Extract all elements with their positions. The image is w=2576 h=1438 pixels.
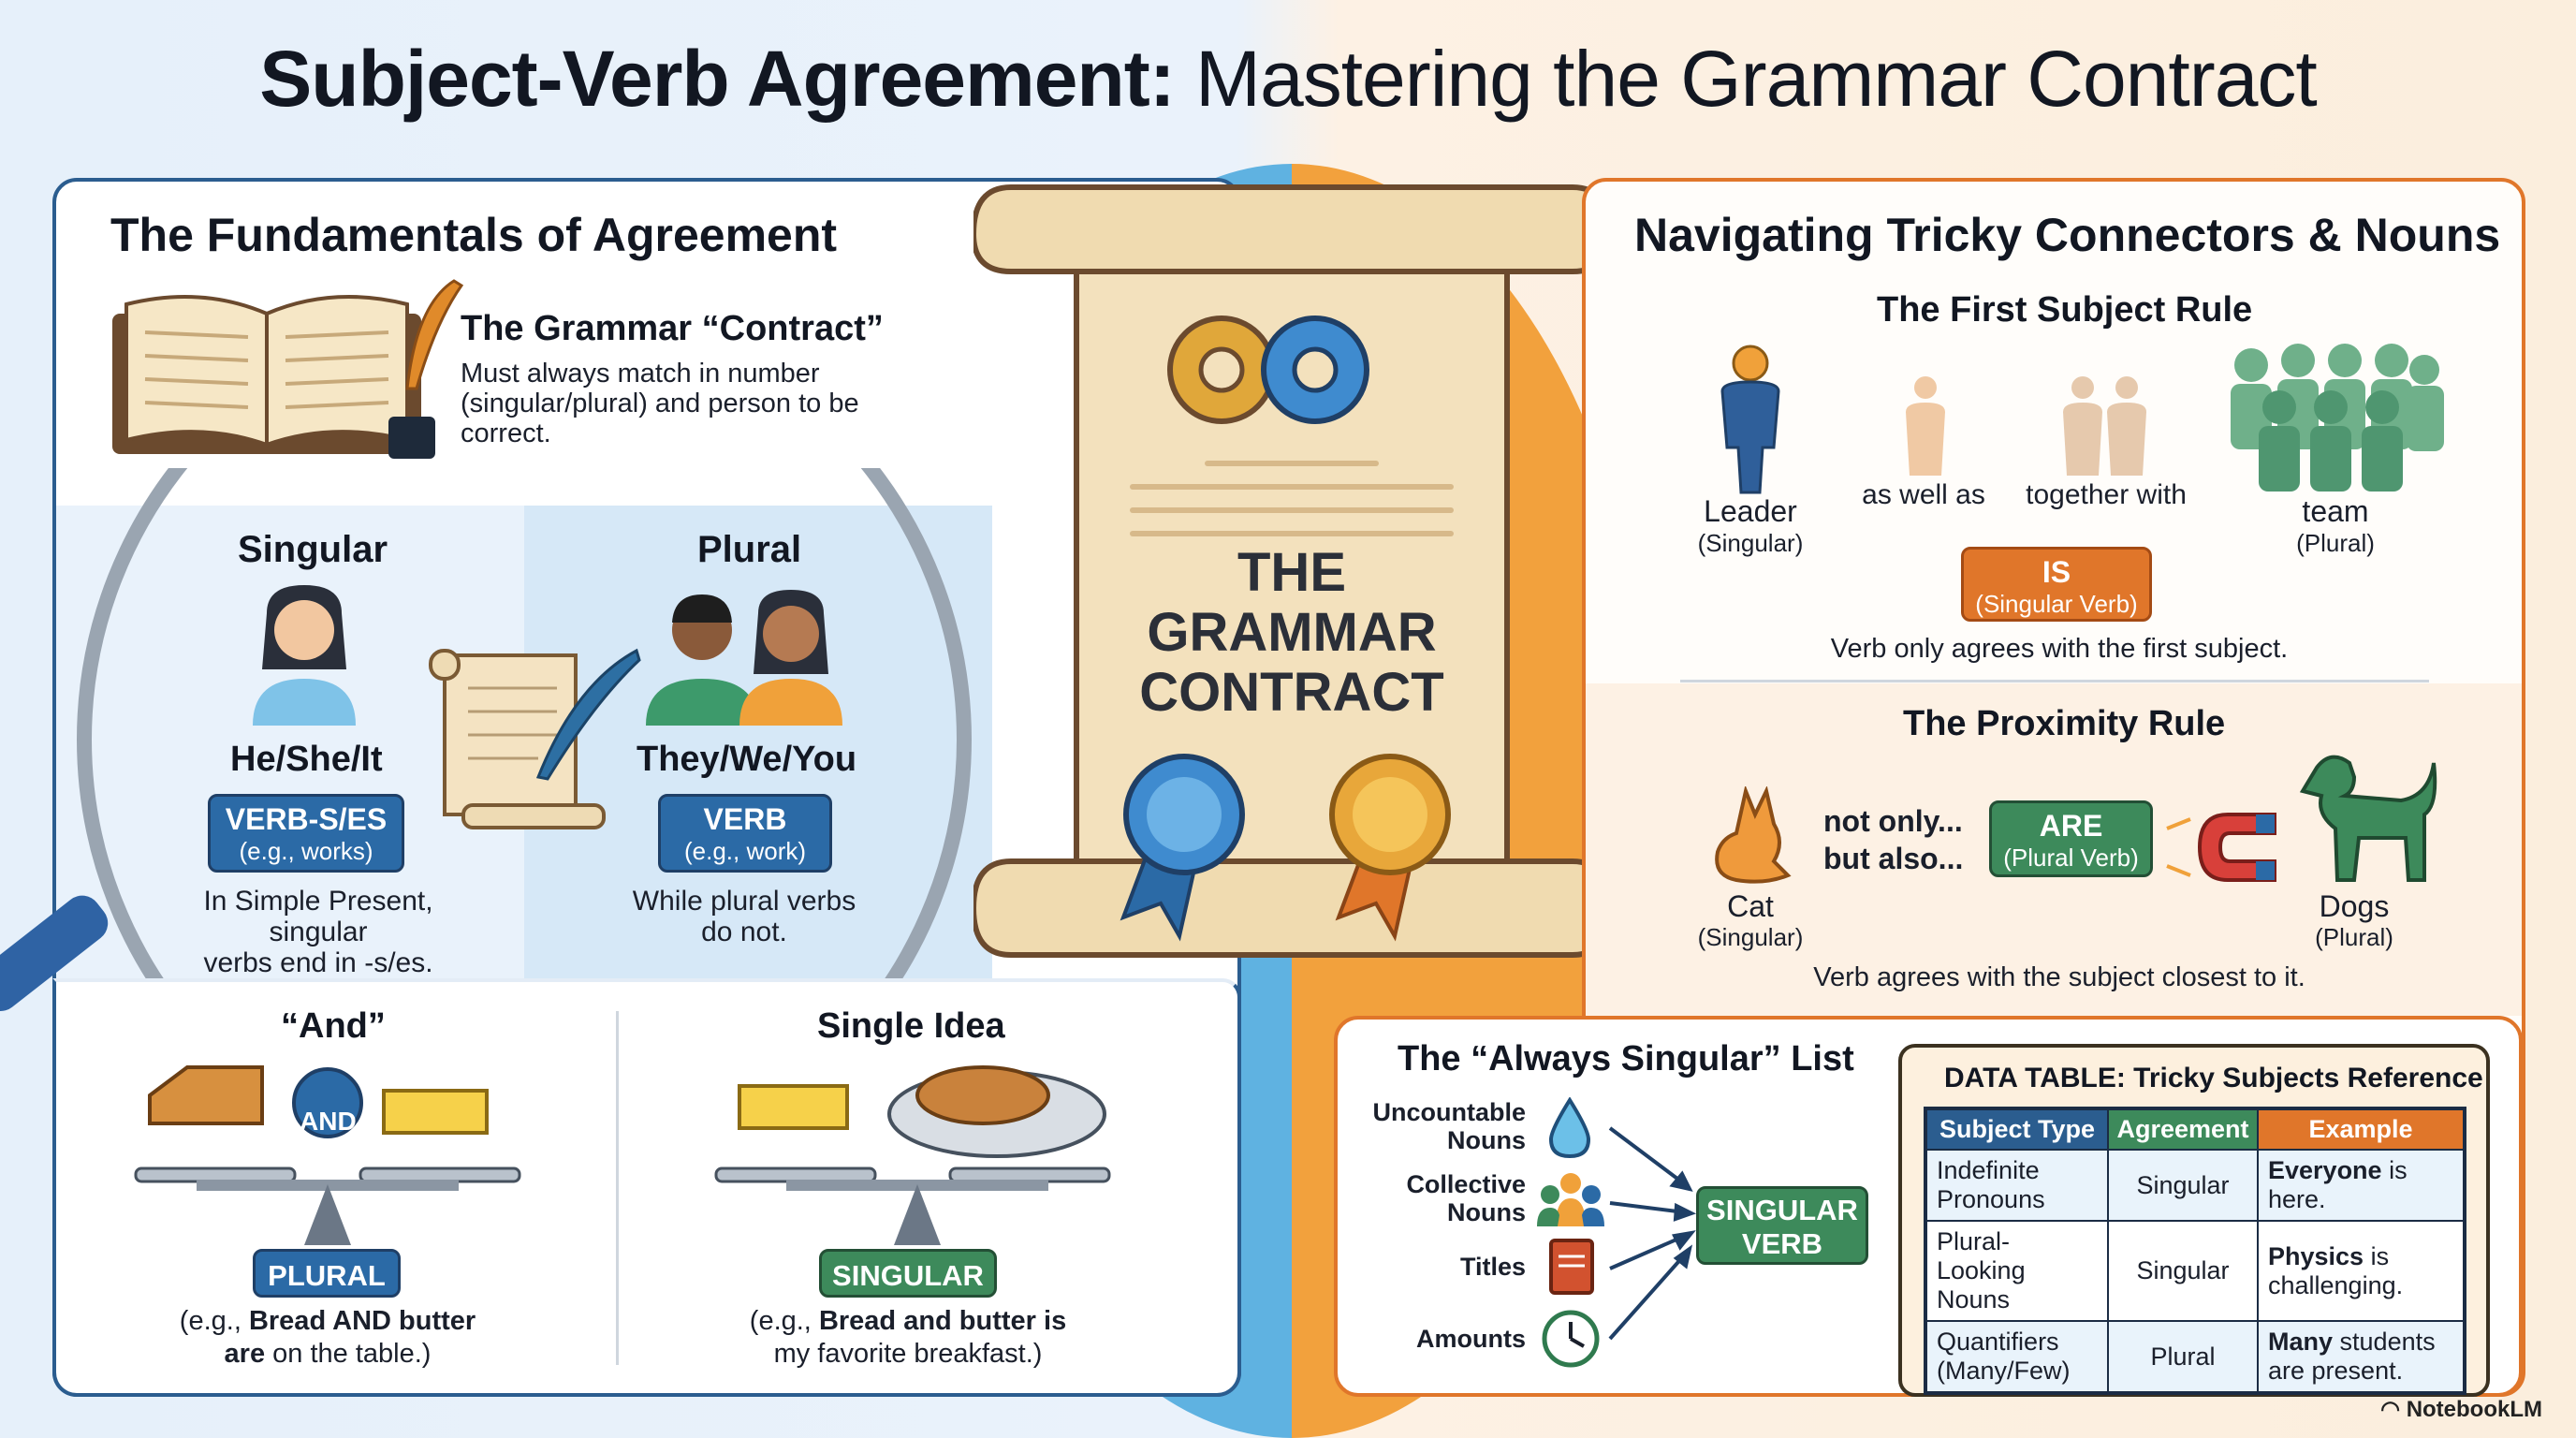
first-subject-heading: The First Subject Rule bbox=[1877, 290, 2253, 330]
proximity-heading: The Proximity Rule bbox=[1903, 704, 2226, 743]
team-sub: (Plural) bbox=[2296, 529, 2375, 557]
singular-person-icon bbox=[253, 585, 356, 726]
team-label: team bbox=[2302, 494, 2369, 528]
open-book-icon bbox=[112, 279, 463, 459]
are-plural-verb-badge: ARE (Plural Verb) bbox=[1989, 800, 2153, 877]
header-agreement: Agreement bbox=[2107, 1108, 2259, 1151]
scale-singular-icon bbox=[714, 1065, 1111, 1245]
cat-icon bbox=[1715, 786, 1792, 884]
not-only-connector: not only... but also... bbox=[1823, 804, 1964, 875]
plural-people-icon bbox=[646, 590, 842, 726]
tricky-heading: Navigating Tricky Connectors & Nouns bbox=[1634, 209, 2501, 261]
page-title: Subject-Verb Agreement: Mastering the Gr… bbox=[0, 34, 2576, 125]
and-connector: AND bbox=[300, 1107, 357, 1136]
grammar-contract-scroll bbox=[973, 184, 1610, 958]
dogs-sub: (Plural) bbox=[2315, 923, 2393, 951]
title-bold: Subject-Verb Agreement: bbox=[259, 35, 1175, 123]
dogs-label: Dogs bbox=[2319, 889, 2390, 923]
amounts-label: Amounts bbox=[1416, 1325, 1526, 1353]
grammar-contract-title: THE GRAMMAR CONTRACT bbox=[1139, 542, 1444, 723]
single-idea-heading: Single Idea bbox=[817, 1006, 1005, 1046]
dog-icon bbox=[2299, 755, 2437, 882]
magnifier-icon bbox=[0, 468, 972, 1011]
plural-verb-badge: VERB (e.g., work) bbox=[658, 794, 832, 873]
singular-verb-badge: SINGULAR VERB bbox=[1696, 1186, 1868, 1265]
group-icon bbox=[1537, 1173, 1604, 1226]
water-drop-icon bbox=[1548, 1097, 1591, 1159]
arrows-to-singular-verb bbox=[1608, 1126, 1697, 1341]
table-title: DATA TABLE: Tricky Subjects Reference bbox=[1944, 1063, 2483, 1093]
header-subject-type: Subject Type bbox=[1925, 1108, 2109, 1151]
scale-plural-icon bbox=[134, 1065, 521, 1245]
clock-icon bbox=[1542, 1310, 1600, 1368]
first-subject-note: Verb only agrees with the first subject. bbox=[1830, 634, 2289, 664]
singular-pronouns: He/She/It bbox=[230, 740, 383, 779]
proximity-note: Verb agrees with the subject closest to … bbox=[1813, 962, 2305, 992]
reference-table: Subject Type Agreement Example Indefinit… bbox=[1924, 1107, 2466, 1395]
titles-label: Titles bbox=[1459, 1253, 1526, 1281]
as-well-as-connector: as well as bbox=[1862, 479, 1985, 510]
singular-badge: SINGULAR bbox=[819, 1249, 997, 1298]
always-singular-heading: The “Always Singular” List bbox=[1398, 1039, 1854, 1078]
together-with-connector: together with bbox=[2026, 479, 2187, 510]
team-group-icon bbox=[2231, 344, 2444, 492]
plural-heading: Plural bbox=[697, 529, 802, 570]
title-rest: Mastering the Grammar Contract bbox=[1195, 35, 2318, 123]
cat-sub: (Singular) bbox=[1697, 923, 1804, 951]
card-divider bbox=[616, 1011, 619, 1365]
table-cell: Quantifiers(Many/Few) bbox=[1925, 1320, 2109, 1394]
scroll-quill-icon bbox=[429, 648, 641, 829]
cat-label: Cat bbox=[1727, 889, 1774, 923]
table-row: Quantifiers(Many/Few) Plural Many studen… bbox=[1925, 1320, 2466, 1394]
faded-person-icon bbox=[1906, 376, 1945, 476]
faded-pair-icon bbox=[2063, 376, 2146, 476]
magnet-icon bbox=[2166, 813, 2276, 882]
and-example: (e.g., Bread AND butter are on the table… bbox=[179, 1306, 476, 1369]
book-icon bbox=[1549, 1239, 1594, 1295]
plural-pronouns: They/We/You bbox=[637, 740, 857, 779]
is-singular-verb-badge: IS (Singular Verb) bbox=[1961, 547, 2152, 622]
plural-badge: PLURAL bbox=[253, 1249, 401, 1298]
right-divider bbox=[1680, 680, 2429, 682]
contract-description: Must always match in number (singular/pl… bbox=[461, 359, 859, 448]
leader-label: Leader bbox=[1704, 494, 1797, 528]
table-cell: Singular bbox=[2107, 1149, 2259, 1222]
singular-heading: Singular bbox=[238, 529, 388, 570]
leader-sub: (Singular) bbox=[1697, 529, 1804, 557]
leader-icon bbox=[1720, 345, 1780, 494]
fundamentals-heading: The Fundamentals of Agreement bbox=[110, 209, 838, 261]
contract-heading: The Grammar “Contract” bbox=[461, 309, 884, 348]
header-example: Example bbox=[2257, 1108, 2466, 1151]
singular-verb-badge: VERB-S/ES (e.g., works) bbox=[208, 794, 404, 873]
notebooklm-logo: ◠ NotebookLM bbox=[2380, 1397, 2542, 1422]
single-idea-example: (e.g., Bread and butter is my favorite b… bbox=[749, 1306, 1067, 1369]
table-cell: Plural bbox=[2107, 1320, 2259, 1394]
table-cell: Singular bbox=[2107, 1220, 2259, 1322]
and-heading: “And” bbox=[281, 1006, 386, 1046]
